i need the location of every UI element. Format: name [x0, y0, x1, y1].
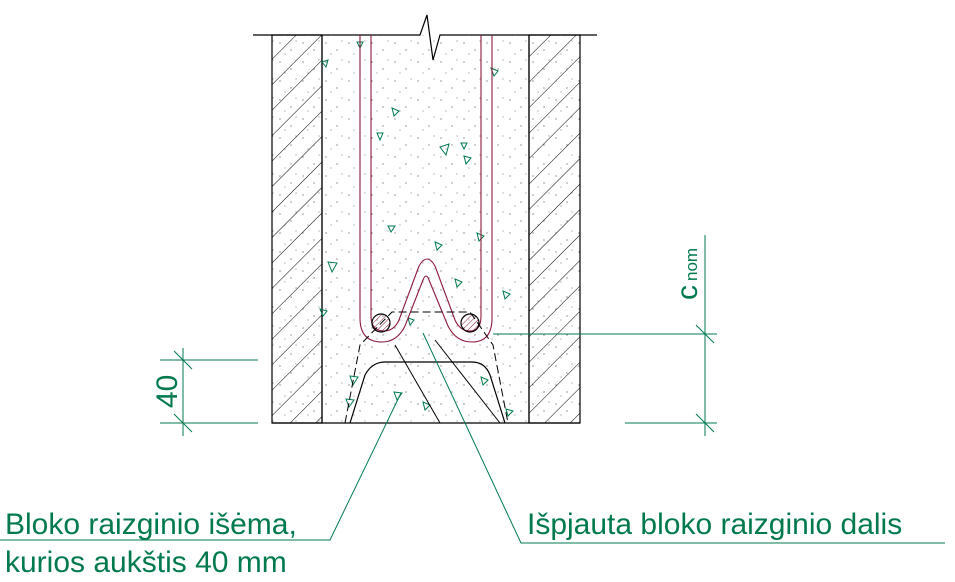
dimension-cnom: [493, 235, 717, 436]
label-cut-part: Išpjauta bloko raizginio dalis: [527, 508, 902, 541]
label-recess-line1: Bloko raizginio išėma,: [5, 508, 297, 541]
right-wall: [528, 34, 581, 424]
left-wall: [271, 34, 323, 424]
cut-out-dashed-outline: [344, 311, 509, 424]
dimension-40-value: 40: [151, 375, 184, 408]
truss-recess: [349, 339, 506, 424]
svg-text:cnom: cnom: [671, 248, 704, 300]
concrete-core: [272, 35, 580, 424]
dimension-40: [160, 348, 258, 436]
leader-lines: [0, 332, 945, 544]
label-recess-line2: kurios aukštis 40 mm: [5, 546, 287, 579]
dimension-cnom-label: cnom: [671, 248, 704, 300]
